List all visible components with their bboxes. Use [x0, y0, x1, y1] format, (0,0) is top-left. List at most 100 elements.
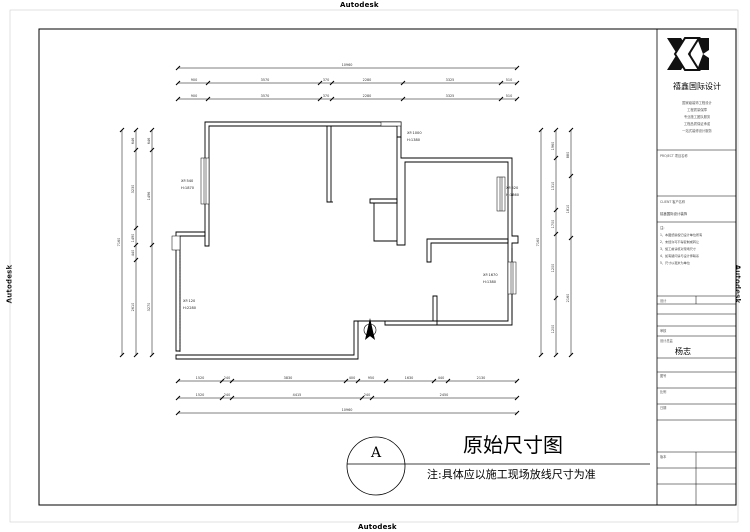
- dim-bottom-a: 1630: [405, 376, 414, 380]
- note-line: 4、如有疑问请与设计师联系: [660, 253, 699, 258]
- window: [200, 157, 210, 205]
- row-label: 版本: [660, 454, 667, 459]
- drawing-title: A 原始尺寸图 注:具体应以施工现场放线尺寸为准: [346, 433, 650, 496]
- dim-bottom-a: 2130: [477, 376, 486, 380]
- dim-top-b: 3570: [261, 94, 270, 98]
- dim-bottom-b: 240: [364, 393, 370, 397]
- window-height: H:1870: [181, 186, 195, 190]
- dim-bottom-total: 10960: [342, 408, 353, 412]
- dim-left-a: 2610: [131, 303, 135, 312]
- dim-bottom-a: 440: [438, 376, 444, 380]
- balcony-door: [171, 235, 181, 251]
- dim-right-a: 1960: [551, 142, 555, 151]
- note-line: 1、本图纸版权归设计单位所有: [660, 232, 702, 237]
- window-height: H:1380: [483, 280, 497, 284]
- row-label: 设计总监: [660, 338, 674, 343]
- row-label: 日期: [660, 405, 666, 410]
- dim-top-a: 510: [506, 78, 512, 82]
- dim-top-total: 10960: [342, 63, 353, 67]
- company-logo: [667, 37, 709, 71]
- dim-right-a: 1700: [551, 220, 555, 229]
- dim-bottom-a: 400: [349, 376, 355, 380]
- dim-top-b: 510: [506, 94, 512, 98]
- dim-top-a: 900: [191, 78, 197, 82]
- slogan-line: 国家级装饰工程设计: [682, 100, 712, 105]
- note-line: 3、施工前请核对现场尺寸: [660, 246, 696, 251]
- entry-arrow-icon: [363, 318, 377, 340]
- dimension-lines: [121, 67, 572, 414]
- dim-top-a: 2280: [363, 78, 372, 82]
- window-height: H:1380: [407, 138, 421, 142]
- dim-bottom-a: 950: [368, 376, 374, 380]
- window-xf: XF:1000: [407, 131, 422, 135]
- dim-top-b: 900: [191, 94, 197, 98]
- dim-left-b: 646: [147, 138, 151, 144]
- window-xf: XF:540: [181, 179, 194, 183]
- dim-right-a: 1310: [551, 182, 555, 191]
- slogan-line: 专业施工团队服务: [684, 114, 711, 119]
- dim-bottom-b: 4415: [293, 393, 302, 397]
- dim-top-b: 3325: [446, 94, 455, 98]
- window-height: H:2280: [183, 306, 197, 310]
- drawing-note-text: 注:具体应以施工现场放线尺寸为准: [427, 467, 596, 481]
- dim-left-b: 3270: [147, 303, 151, 312]
- outer-border: [9, 9, 739, 523]
- row-label: 审核: [660, 328, 667, 333]
- dim-top-a: 370: [323, 78, 329, 82]
- windows: [171, 121, 517, 352]
- drawing-frame: [38, 28, 737, 506]
- dim-bottom-b: 240: [224, 393, 230, 397]
- dim-bottom-a: 3830: [284, 376, 293, 380]
- row-label: 图号: [660, 373, 666, 378]
- walls: [175, 121, 519, 360]
- dim-left-b: 1496: [147, 192, 151, 201]
- row-label: 设计: [660, 298, 667, 303]
- dim-left-a: 646: [131, 138, 135, 144]
- window-height: H:1860: [506, 193, 520, 197]
- window-xf: XF:1670: [483, 273, 498, 277]
- company-name: 禧鑫国际设计: [673, 81, 721, 91]
- dim-bottom-b: 2450: [440, 393, 449, 397]
- window: [496, 176, 506, 212]
- window: [507, 261, 517, 295]
- watermark-top: Autodesk: [340, 1, 379, 9]
- title-block: 禧鑫国际设计 国家级装饰工程设计 工程质量保障 专业施工团队服务 工程品质保证承…: [656, 29, 736, 505]
- dim-top-a: 3325: [446, 78, 455, 82]
- dim-top-a: 3570: [261, 78, 270, 82]
- dim-top-b: 2280: [363, 94, 372, 98]
- slogan-line: 工程品质保证承诺: [684, 121, 711, 126]
- dim-right-total: 7160: [536, 238, 540, 247]
- dim-left-total: 7160: [117, 238, 121, 247]
- window-xf: XF:120: [183, 299, 196, 303]
- dim-left-a: 440: [131, 250, 135, 256]
- window-xf: XF:520: [506, 186, 519, 190]
- floor-plan: 10960 900 3570 370 2280 3325 510 900 357…: [117, 63, 650, 496]
- row-label: 比例: [660, 389, 666, 394]
- slogan-line: 工程质量保障: [687, 107, 707, 112]
- client-value: 禧鑫国际设计装饰: [660, 211, 688, 216]
- client-label: CLIENT 客户名称: [660, 199, 686, 204]
- designer-signature: 杨志: [675, 346, 691, 356]
- dim-right-b: 880: [566, 152, 570, 158]
- drawing-title-text: 原始尺寸图: [463, 433, 563, 457]
- notes-label: 注:: [660, 225, 665, 230]
- dim-right-b: 1810: [566, 205, 570, 214]
- dim-bottom-b: 1520: [196, 393, 205, 397]
- dim-bottom-a: 1520: [196, 376, 205, 380]
- section-marker: [346, 436, 406, 496]
- note-line: 5、尺寸以毫米为单位: [660, 260, 690, 265]
- slogan-line: 一站式装修设计服务: [682, 128, 712, 133]
- watermark-bottom: Autodesk: [358, 523, 397, 531]
- dim-left-a: 1490: [131, 234, 135, 243]
- dim-right-b: 2160: [566, 294, 570, 303]
- dim-right-a: 1200: [551, 325, 555, 334]
- window: [380, 121, 402, 127]
- project-label: PROJECT 项目名称: [660, 153, 688, 158]
- dim-left-a: 3230: [131, 185, 135, 194]
- dim-bottom-a: 240: [224, 376, 230, 380]
- note-line: 2、未经许可不得复制或转让: [660, 239, 699, 244]
- dim-top-b: 370: [323, 94, 329, 98]
- dim-right-a: 1200: [551, 264, 555, 273]
- section-marker-label: A: [370, 445, 382, 461]
